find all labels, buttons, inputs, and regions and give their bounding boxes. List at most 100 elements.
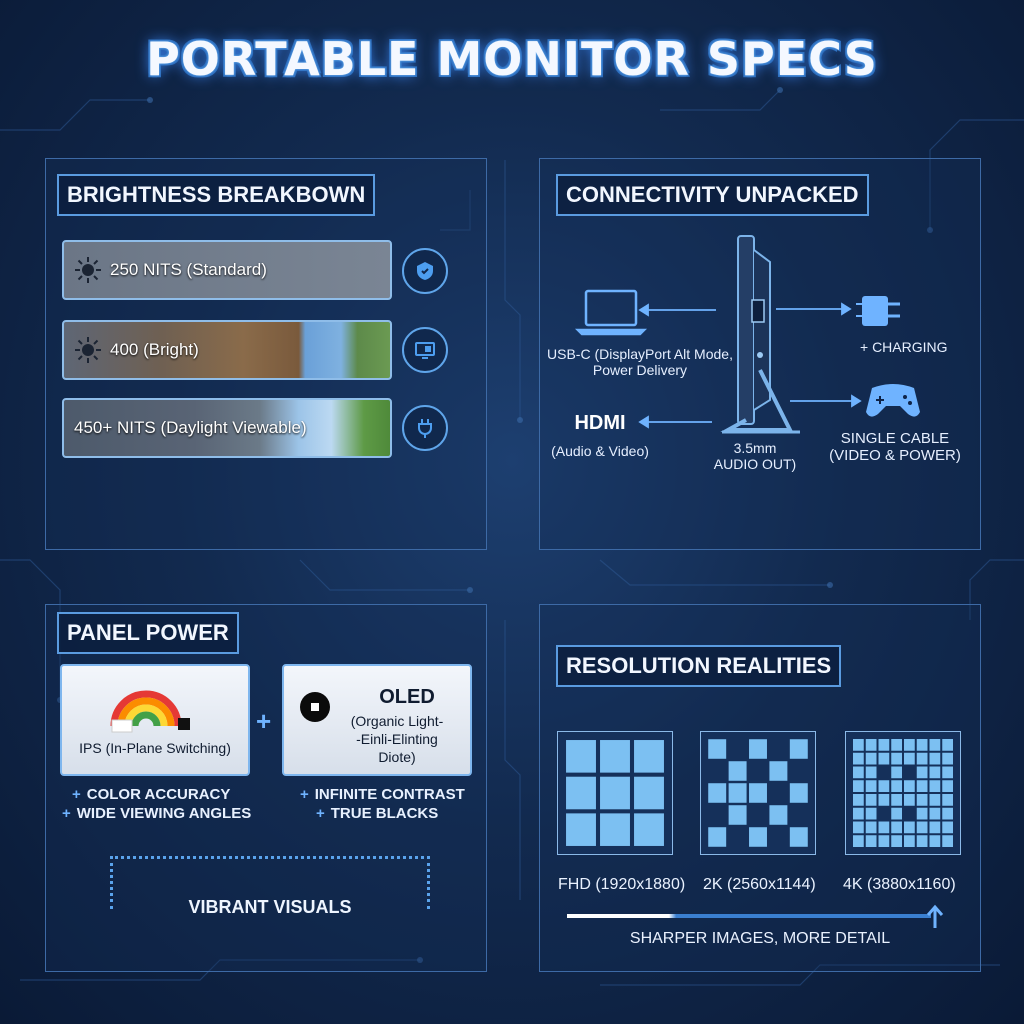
- single-cable-label: SINGLE CABLE (VIDEO & POWER): [822, 430, 968, 464]
- pixel-cell: [789, 783, 808, 803]
- pixel-cell: [769, 761, 788, 781]
- pixel-cell: [865, 835, 877, 847]
- pixel-cell: [916, 752, 928, 765]
- pixel-cell: [634, 813, 664, 846]
- pixel-cell: [865, 807, 877, 820]
- black-pixel-icon: [178, 718, 190, 730]
- pixel-cell: [853, 821, 864, 834]
- sun-icon: [75, 257, 101, 283]
- pixel-cell: [600, 740, 630, 773]
- pixel-cell: [891, 780, 902, 792]
- pixel-cell: [929, 794, 941, 806]
- pixel-cell: [728, 761, 747, 781]
- pixel-cell: [634, 776, 664, 810]
- resolution-heading: RESOLUTION REALITIES: [556, 645, 842, 687]
- usbc-line1: USB-C (DisplayPort Alt Mode,: [547, 346, 733, 362]
- 4k-label: 4K (3880x1160): [843, 876, 956, 893]
- pixel-cell: [891, 835, 902, 847]
- pixel-cell: [853, 835, 864, 847]
- pixel-cell: [878, 821, 890, 834]
- pixel-cell: [942, 752, 953, 765]
- hdmi-label: HDMI: [545, 412, 655, 435]
- pixel-cell: [942, 821, 953, 834]
- pixel-cell: [942, 807, 953, 820]
- pixel-cell: [878, 752, 890, 765]
- brightness-level-standard: 250 NITS (Standard): [62, 240, 392, 300]
- oled-title: OLED: [379, 686, 435, 708]
- plug-icon: [402, 405, 448, 451]
- pixel-cell: [708, 739, 727, 759]
- pixel-cell: [904, 794, 915, 806]
- pixel-cell: [929, 766, 941, 779]
- pixel-cell: [566, 740, 596, 773]
- brightness-level-bright: 400 (Bright): [62, 320, 392, 380]
- pixel-cell: [916, 821, 928, 834]
- pixel-cell: [916, 766, 928, 779]
- pixel-cell: [929, 780, 941, 792]
- pixel-cell: [891, 752, 902, 765]
- pixel-cell: [708, 827, 727, 847]
- oled-pixel-icon: [300, 692, 330, 722]
- pixel-cell: [929, 835, 941, 847]
- vibrant-visuals-frame: [110, 856, 430, 909]
- pixel-cell: [904, 752, 915, 765]
- audio-line2: AUDIO OUT): [713, 456, 797, 472]
- pixel-cell: [878, 835, 890, 847]
- pixel-cell: [853, 794, 864, 806]
- oled-line1: (Organic Light-: [350, 713, 444, 729]
- oled-desc: (Organic Light- -Einli-Elinting Diote): [324, 712, 470, 766]
- pixel-cell: [916, 794, 928, 806]
- 2k-pixel-grid: [700, 731, 816, 855]
- pixel-cell: [916, 780, 928, 792]
- brightness-heading: BRIGHTNESS BREAKBOWN: [57, 174, 376, 216]
- pixel-cell: [878, 739, 890, 751]
- pixel-cell: [891, 807, 902, 820]
- pixel-cell: [929, 752, 941, 765]
- audio-out-label: 3.5mm AUDIO OUT): [705, 440, 805, 472]
- pixel-cell: [566, 776, 596, 810]
- pixel-cell: [916, 835, 928, 847]
- rainbow-icon: [110, 690, 182, 733]
- pixel-cell: [878, 780, 890, 792]
- ips-label: IPS (In-Plane Switching): [79, 740, 231, 756]
- oled-line2: -Einli-Elinting: [356, 731, 438, 747]
- ips-feature-2: +WIDE VIEWING ANGLES: [62, 805, 252, 822]
- brightness-level-label: 250 NITS (Standard): [110, 260, 267, 279]
- pixel-cell: [942, 739, 953, 751]
- pixel-cell: [853, 807, 864, 820]
- pixel-cell: [728, 805, 747, 825]
- page-title: PORTABLE MONITOR SPECS: [146, 32, 878, 86]
- pixel-cell: [749, 783, 767, 803]
- pixel-cell: [865, 780, 877, 792]
- ips-card: IPS (In-Plane Switching): [60, 664, 250, 776]
- pixel-cell: [904, 835, 915, 847]
- usbc-label: USB-C (DisplayPort Alt Mode, Power Deliv…: [540, 346, 740, 378]
- vibrant-visuals-label: VIBRANT VISUALS: [188, 897, 352, 917]
- pixel-cell: [600, 813, 630, 846]
- fhd-pixel-grid: [557, 731, 673, 855]
- pixel-cell: [708, 783, 727, 803]
- ips-feature-1: +COLOR ACCURACY: [72, 786, 231, 803]
- pixel-cell: [853, 739, 864, 751]
- pixel-cell: [891, 739, 902, 751]
- pixel-cell: [942, 780, 953, 792]
- pixel-cell: [916, 739, 928, 751]
- single-cable-line1: SINGLE CABLE: [840, 430, 950, 447]
- pixel-cell: [878, 794, 890, 806]
- shield-icon: [402, 248, 448, 294]
- hdmi-title: HDMI: [574, 412, 626, 434]
- pixel-cell: [600, 776, 630, 810]
- pixel-cell: [904, 821, 915, 834]
- pixel-cell: [929, 821, 941, 834]
- plus-sign: +: [256, 706, 272, 736]
- oled-line3: Diote): [378, 749, 416, 765]
- pixel-cell: [891, 821, 902, 834]
- arrow-up-icon: [926, 904, 944, 928]
- pixel-cell: [634, 740, 664, 773]
- brightness-level-daylight: 450+ NITS (Daylight Viewable): [62, 398, 392, 458]
- pixel-cell: [929, 739, 941, 751]
- panel-power-heading: PANEL POWER: [57, 612, 239, 654]
- pixel-cell: [789, 739, 808, 759]
- pixel-cell: [853, 752, 864, 765]
- connectivity-heading: CONNECTIVITY UNPACKED: [556, 174, 869, 216]
